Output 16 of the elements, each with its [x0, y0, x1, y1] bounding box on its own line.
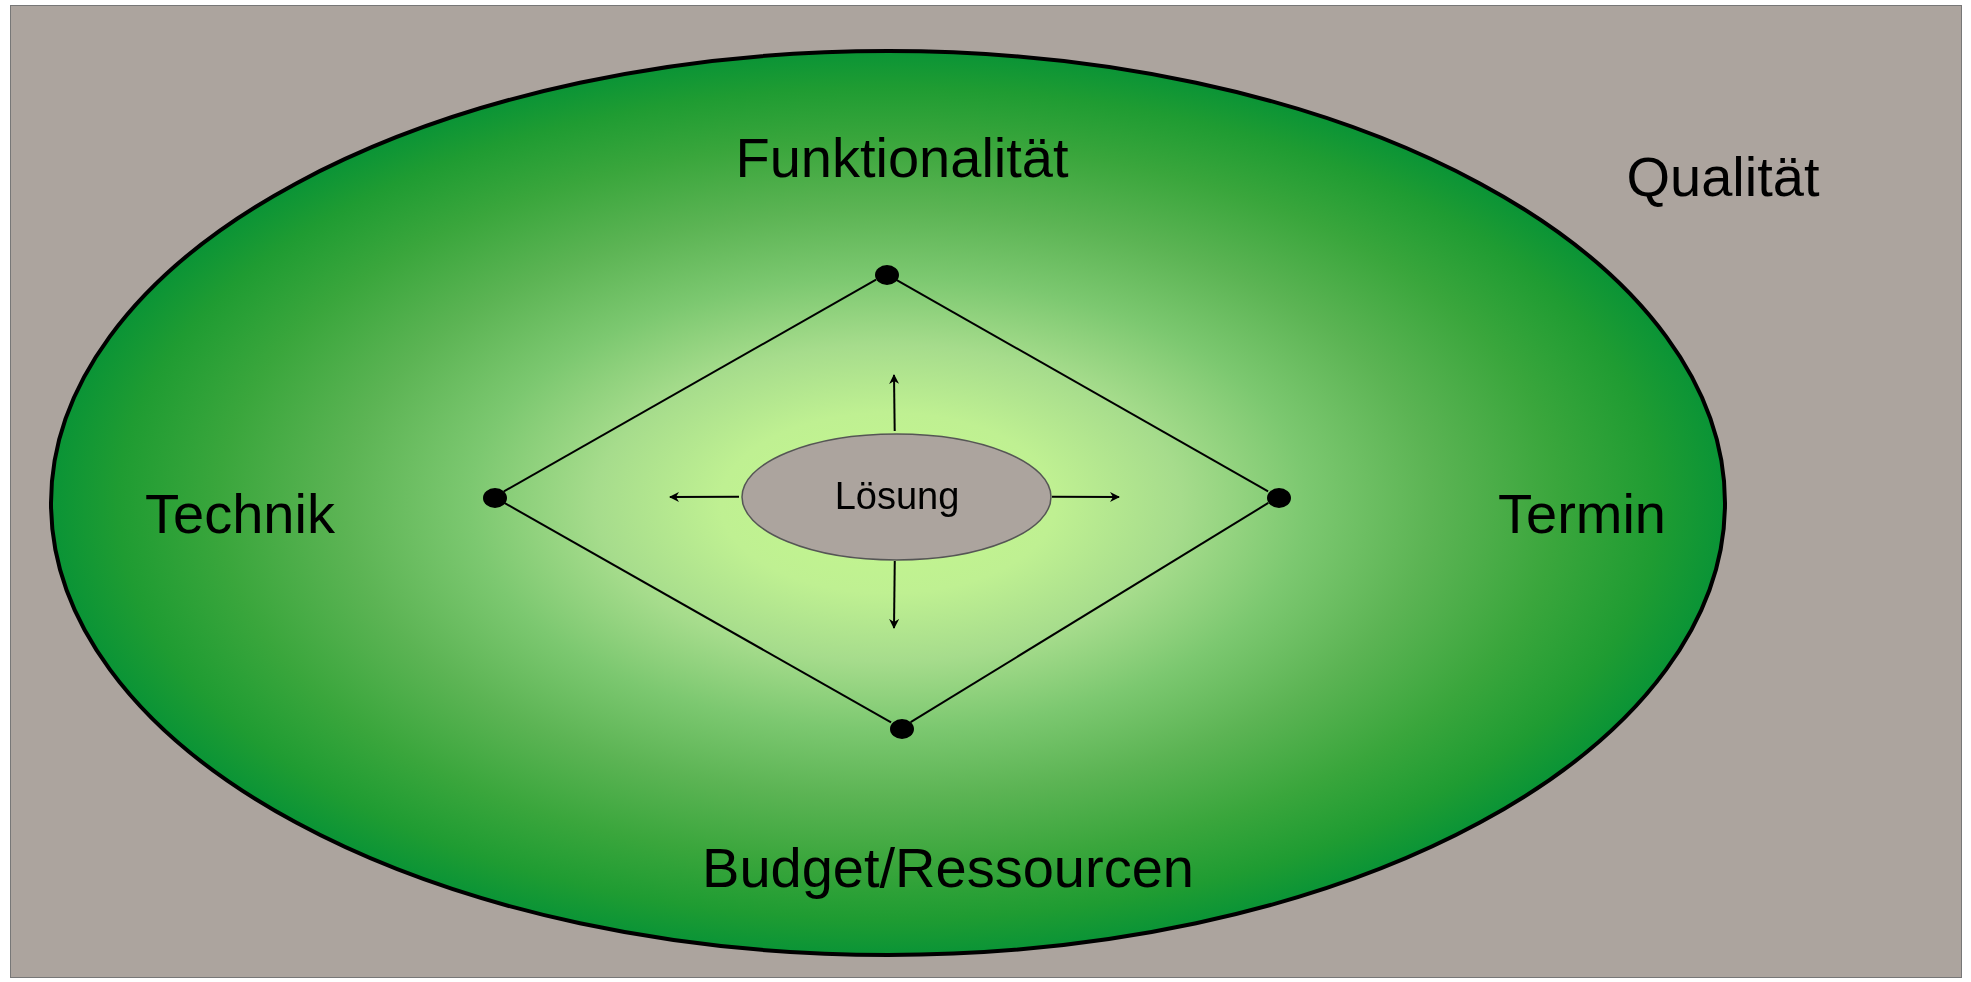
arrow [669, 491, 740, 502]
background-panel [10, 5, 1962, 978]
solution-ellipse [740, 432, 1053, 562]
arrow [1051, 491, 1120, 502]
axis-label: Technik [145, 483, 335, 545]
connector-line [894, 278, 1270, 493]
solution-label: Lösung [834, 476, 960, 518]
connector-line [909, 501, 1270, 724]
arrow [889, 374, 900, 432]
arrow [889, 560, 900, 629]
axis-label: Funktionalität [735, 127, 1069, 189]
connector-line [502, 278, 878, 493]
region-label: Qualität [1626, 146, 1820, 208]
axis-label: Budget/Ressourcen [702, 837, 1194, 899]
axis-label: Termin [1498, 483, 1666, 545]
connector-line [502, 501, 893, 724]
